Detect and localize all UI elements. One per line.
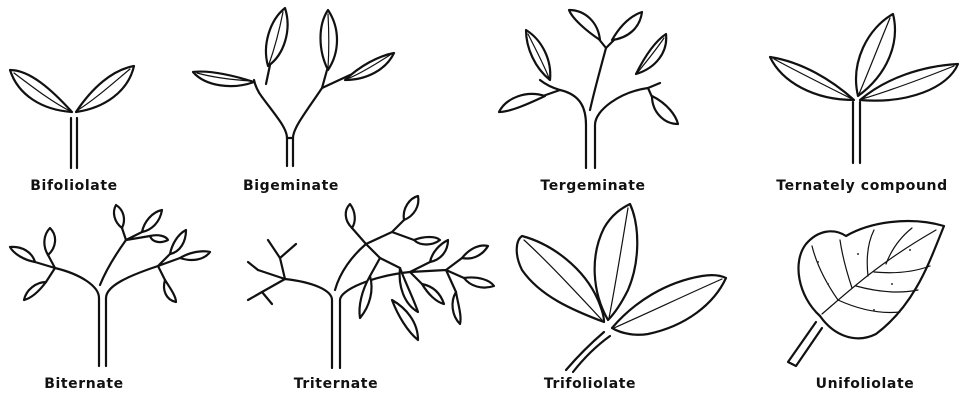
label-ternately-compound: Ternately compound bbox=[776, 178, 947, 194]
biternate-drawing bbox=[10, 205, 210, 366]
label-triternate: Triternate bbox=[294, 376, 378, 392]
ternately-compound-drawing bbox=[770, 14, 958, 163]
bifoliolate-drawing bbox=[10, 66, 134, 168]
label-tergeminate: Tergeminate bbox=[540, 178, 645, 194]
label-trifoliolate: Trifoliolate bbox=[544, 376, 636, 392]
label-bigeminate: Bigeminate bbox=[243, 178, 339, 194]
triternate-drawing bbox=[248, 196, 494, 368]
trifoliolate-drawing bbox=[517, 204, 726, 372]
label-bifoliolate: Bifoliolate bbox=[30, 178, 117, 194]
label-biternate: Biternate bbox=[44, 376, 124, 392]
label-unifoliolate: Unifoliolate bbox=[816, 376, 915, 392]
tergeminate-drawing bbox=[499, 10, 678, 168]
unifoliolate-drawing bbox=[788, 221, 944, 366]
bigeminate-drawing bbox=[193, 8, 394, 166]
